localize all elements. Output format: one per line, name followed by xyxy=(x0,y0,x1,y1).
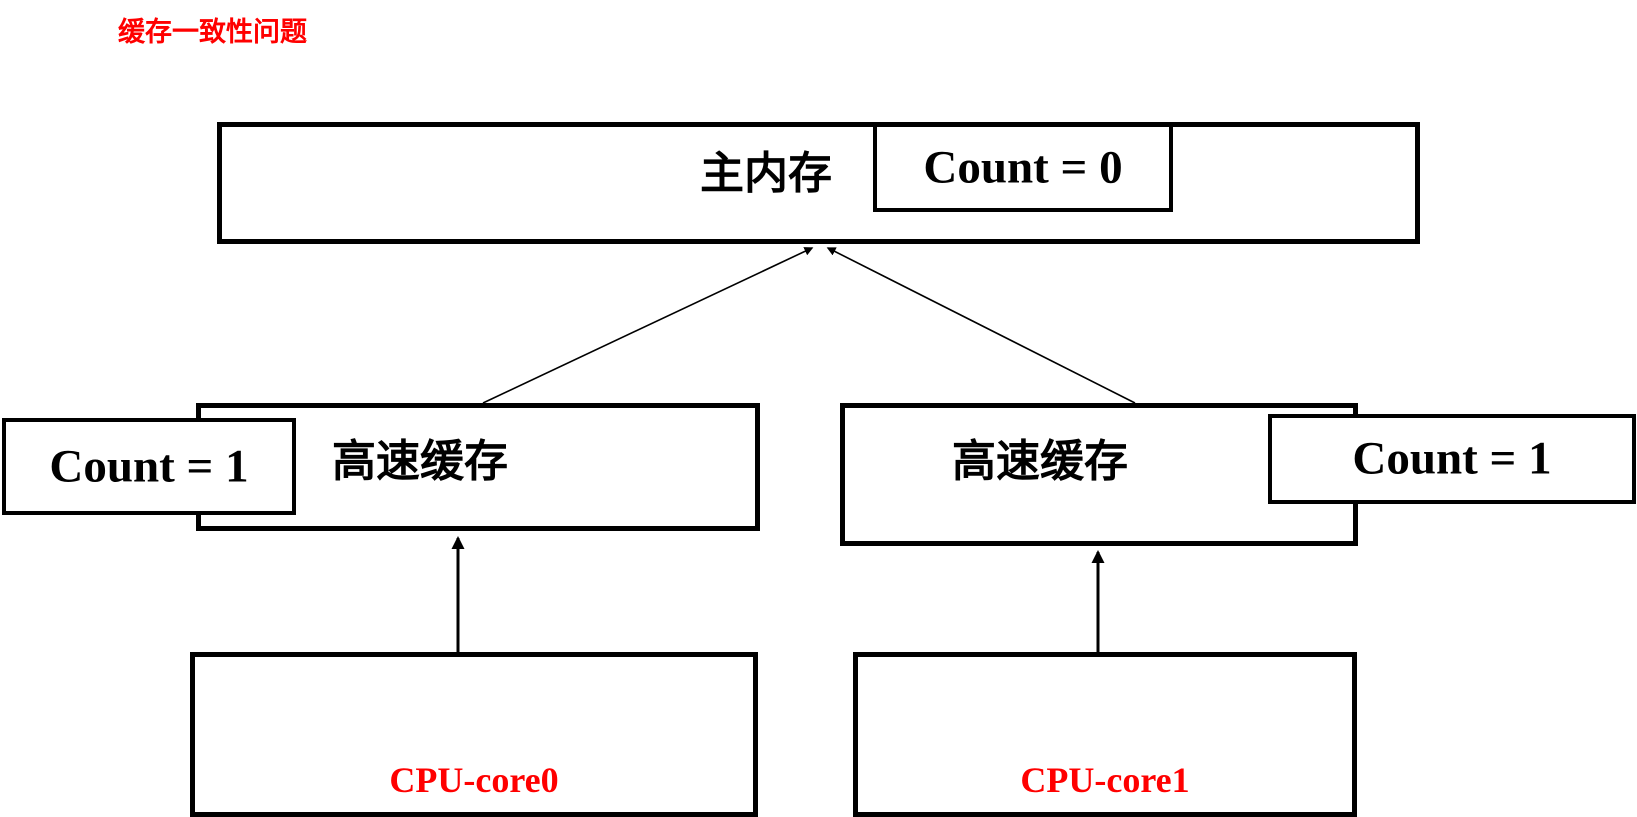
cache-left-value-box: Count = 1 xyxy=(2,418,296,515)
cpu-core0-box: CPU-core0 xyxy=(190,652,758,817)
page-title: 缓存一致性问题 xyxy=(118,17,307,47)
cache-right-label: 高速缓存 xyxy=(952,437,1128,486)
main-memory-value-text: Count = 0 xyxy=(923,141,1123,193)
cpu-core0-label: CPU-core0 xyxy=(389,760,559,800)
arrow-cache-right-to-memory xyxy=(826,247,1136,404)
cache-right-value-text: Count = 1 xyxy=(1352,432,1552,485)
cpu-core1-box: CPU-core1 xyxy=(853,652,1357,817)
main-memory-label: 主内存 xyxy=(700,149,832,198)
cache-right-value-box: Count = 1 xyxy=(1268,414,1636,504)
cache-left-label: 高速缓存 xyxy=(332,437,508,486)
main-memory-value-box: Count = 0 xyxy=(873,123,1173,212)
main-memory-box xyxy=(217,122,1420,244)
cache-left-value-text: Count = 1 xyxy=(49,440,249,492)
cpu-core1-label: CPU-core1 xyxy=(1020,760,1190,800)
arrow-cache-left-to-memory xyxy=(482,247,814,404)
